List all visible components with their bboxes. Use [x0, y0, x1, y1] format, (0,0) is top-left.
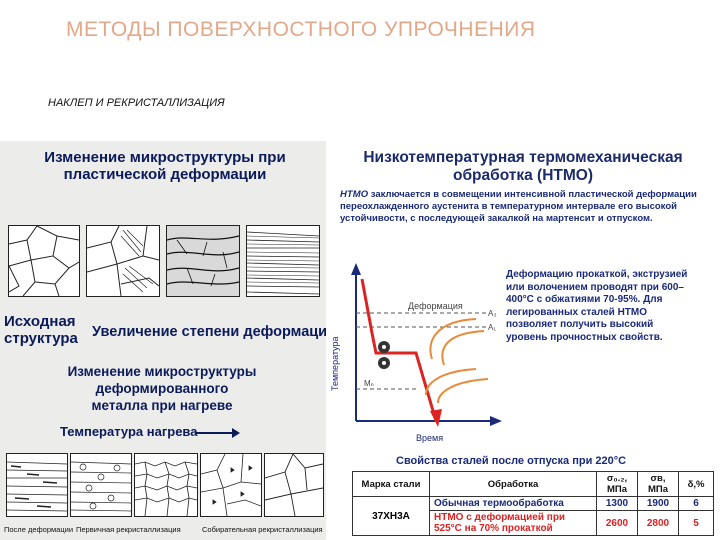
a3-label: A₃: [488, 309, 497, 318]
cell-delta: 5: [678, 510, 714, 536]
increase-deformation-label: Увеличение степени деформации: [92, 324, 326, 340]
temperature-label: Температура нагрева: [60, 424, 198, 439]
caption-collective-recryst: Собирательная рекристаллизация: [202, 525, 323, 534]
cell-s02: 2600: [596, 510, 638, 536]
a1-label: A₁: [488, 323, 496, 332]
col-delta: δ,%: [678, 471, 714, 497]
slide-title: МЕТОДЫ ПОВЕРХНОСТНОГО УПРОЧНЕНИЯ: [66, 18, 536, 41]
table-row: 37ХН3А Обычная термообработка 1300 1900 …: [352, 496, 714, 536]
caption-primary-recryst: Первичная рекристаллизация: [76, 525, 181, 534]
cell-sb: 2800: [637, 510, 679, 536]
ntmo-note: Деформацию прокаткой, экструзией или вол…: [506, 269, 688, 343]
cell-sb: 1900: [637, 496, 679, 511]
temperature-arrow: [196, 428, 240, 438]
ntmo-description: НТМО заключается в совмещении интенсивно…: [340, 189, 712, 225]
axis-x-label: Время: [416, 433, 443, 443]
micro-tile-collective-recryst-2: [264, 453, 324, 517]
properties-table: Марка стали Обработка σ₀.₂, МПа σв, МПа …: [352, 471, 714, 536]
initial-structure-label: Исходная структура: [4, 313, 78, 347]
col-s02: σ₀.₂, МПа: [596, 471, 638, 497]
cell-delta: 6: [678, 496, 714, 511]
micro-tile-deform-3: [246, 225, 320, 297]
micro-tile-deform-1: [86, 225, 160, 297]
col-sb: σв, МПа: [637, 471, 679, 497]
micro-tile-primary-recryst: [70, 453, 132, 517]
col-treatment: Обработка: [429, 471, 597, 497]
heating-heading: Изменение микроструктуры деформированног…: [67, 364, 257, 413]
cell-treatment: НТМО с деформацией при 525°С на 70% прок…: [429, 510, 597, 536]
table-row: НТМО с деформацией при 525°С на 70% прок…: [353, 510, 714, 536]
caption-after-deformation: После деформации: [4, 525, 74, 534]
ntmo-diagram: Температура Время Деформация A₃ A₁ Mₙ: [330, 263, 502, 443]
table-header-row: Марка стали Обработка σ₀.₂, МПа σв, МПа …: [352, 471, 714, 497]
micro-tile-collective-recryst-1: [200, 453, 262, 517]
deformation-heading: Изменение микроструктуры при пластическо…: [44, 149, 286, 183]
right-image-panel: Низкотемпературная термомеханическая обр…: [326, 141, 720, 540]
deformation-label: Деформация: [408, 301, 463, 311]
axis-y-label: Температура: [330, 336, 340, 391]
ntmo-desc-text: заключается в совмещении интенсивной пла…: [340, 189, 697, 224]
mn-label: Mₙ: [364, 379, 374, 388]
micro-tile-deform-2: [166, 225, 240, 297]
left-image-panel: Изменение микроструктуры при пластическо…: [0, 141, 326, 540]
slide-subtitle: НАКЛЕП И РЕКРИСТАЛЛИЗАЦИЯ: [48, 97, 225, 109]
cell-steel: 37ХН3А: [352, 496, 430, 536]
ntmo-desc-term: НТМО: [340, 189, 369, 200]
col-steel: Марка стали: [352, 471, 430, 497]
micro-tile-after-deform: [6, 453, 68, 517]
ntmo-title: Низкотемпературная термомеханическая обр…: [363, 149, 683, 184]
cell-treatment: Обычная термообработка: [429, 496, 597, 511]
micro-tile-initial: [8, 225, 80, 297]
cell-s02: 1300: [596, 496, 638, 511]
micro-tile-primary-recryst-2: [134, 453, 198, 517]
properties-caption: Свойства сталей после отпуска при 220°С: [396, 455, 627, 467]
